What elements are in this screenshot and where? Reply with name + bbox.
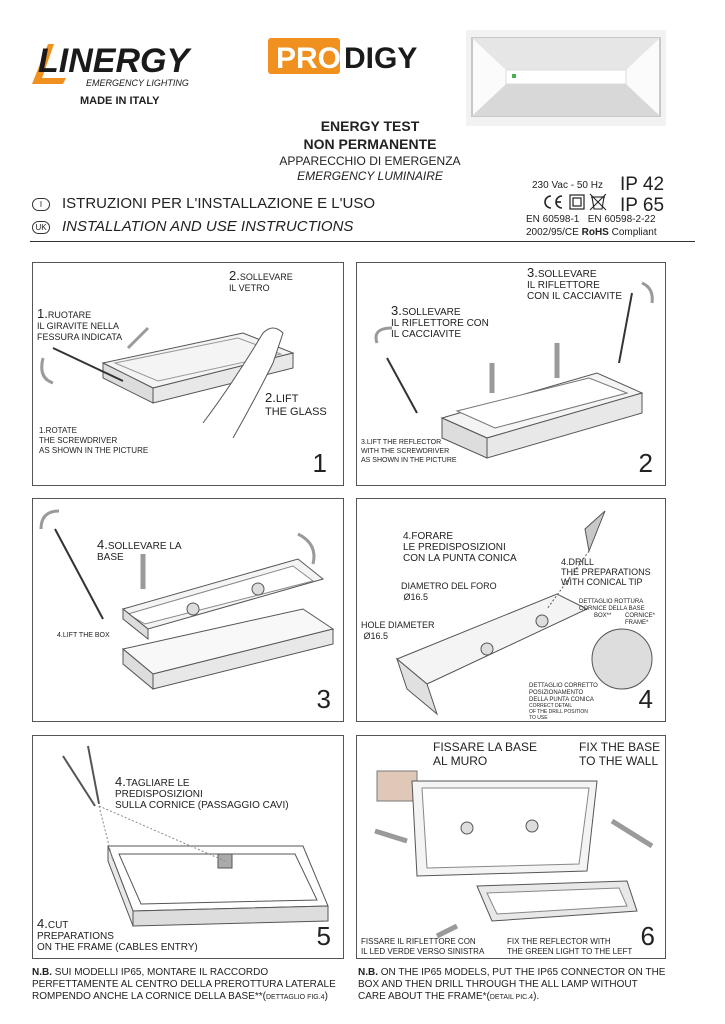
- step-number-6: 6: [640, 921, 655, 951]
- label-correct-position-it: DETTAGLIO CORRETTO POSIZIONAMENTO DELLA …: [529, 683, 598, 703]
- instructions-title-en: INSTALLATION AND USE INSTRUCTIONS: [62, 218, 354, 235]
- green-led-icon: [512, 74, 516, 78]
- label-hole-diameter-en: HOLE DIAMETER Ø16.5: [361, 620, 435, 641]
- panel-6-illustration: [374, 770, 654, 939]
- step-number-5: 5: [316, 921, 331, 951]
- screwdriver-icon: [52, 347, 124, 382]
- label-rotate-en: 1.ROTATE THE SCREWDRIVER AS SHOWN IN THE…: [39, 426, 149, 455]
- rotate-arrow-icon: [374, 326, 393, 344]
- directive-suffix: Compliant: [608, 227, 657, 238]
- label-lift-reflector-left-it: 3.SOLLEVARE IL RIFLETTORE CON IL CACCIAV…: [391, 303, 489, 340]
- panel-3-illustration: [39, 509, 335, 691]
- detail-zoom-circle: [591, 628, 653, 690]
- step-number-3: 3: [316, 684, 331, 714]
- prodigy-logo-badge: [268, 38, 340, 74]
- label-cut-it: 4.TAGLIARE LE PREDISPOSIZIONI SULLA CORN…: [115, 774, 289, 811]
- label-lift-base-en: 4.LIFT THE BOX: [57, 632, 110, 639]
- step-number-2: 2: [638, 448, 653, 478]
- wall-icon: [376, 770, 418, 802]
- panel-1-illustration: [40, 326, 295, 439]
- label-hole-diameter-it: DIAMETRO DEL FORO Ø16.5: [401, 581, 497, 602]
- step-panel-4: 4.FORARE LE PREDISPOSIZIONI CON LA PUNTA…: [356, 498, 666, 722]
- label-lift-reflector-en: 3.LIFT THE REFLECTOR WITH THE SCREWDRIVE…: [361, 439, 457, 464]
- rotate-arrow-icon: [40, 357, 54, 385]
- ip-rating-42: IP 42: [620, 174, 665, 195]
- logo-wordmark: LINERGY: [38, 42, 192, 80]
- panel-4-illustration: [395, 510, 653, 716]
- screwdriver-icon: [54, 528, 104, 620]
- label-correct-position-en: CORRECT DETAIL OF THE DRILL POSITION TO …: [529, 703, 588, 721]
- label-fix-base-it: FISSARE LA BASE AL MURO: [433, 740, 538, 768]
- step-number-4: 4: [638, 684, 653, 714]
- certification-marks: [544, 193, 607, 211]
- step-panel-5: 4.TAGLIARE LE PREDISPOSIZIONI SULLA CORN…: [32, 735, 344, 959]
- logo-tagline: EMERGENCY LIGHTING: [86, 78, 189, 88]
- label-frame-break-detail: DETTAGLIO ROTTURA CORNICE DELLA BASE: [579, 599, 645, 612]
- note-ip65-en: N.B. ON THE IP65 MODELS, PUT THE IP65 CO…: [358, 967, 666, 1002]
- note-ip65-it: N.B. SUI MODELLI IP65, MONTARE IL RACCOR…: [32, 967, 336, 1002]
- language-badge-uk: UK: [32, 221, 50, 234]
- ce-mark-icon: [544, 195, 563, 209]
- logo-swoosh: [32, 44, 66, 84]
- screwdriver-icon: [386, 357, 418, 414]
- instructions-title-it: ISTRUZIONI PER L'INSTALLAZIONE E L'USO: [62, 195, 376, 212]
- ip-rating-65: IP 65: [620, 195, 665, 216]
- label-drill-en: 4.DRILL THE PREPARATIONS WITH CONICAL TI…: [561, 557, 651, 587]
- step-number-1: 1: [312, 448, 327, 478]
- label-frame: CORNICE* FRAME*: [625, 613, 656, 626]
- panel-5-illustration: [62, 745, 329, 927]
- language-badge-it: I: [32, 198, 50, 211]
- left-arrow-icon: [610, 818, 654, 849]
- up-arrow-icon: [126, 326, 150, 350]
- label-lift-glass-it: 2.SOLLEVARE IL VETRO: [229, 268, 293, 293]
- norms-line: EN 60598-1 EN 60598-2-22: [526, 214, 656, 225]
- linergy-logo: LINERGY EMERGENCY LIGHTING: [32, 42, 192, 88]
- product-photo: [466, 30, 666, 126]
- rohs-label: RoHS: [581, 227, 609, 238]
- directive-prefix: 2002/95/CE: [526, 227, 582, 238]
- prodigy-logo-pro: PRO: [276, 42, 341, 75]
- hand-icon: [202, 327, 284, 439]
- directive-line: 2002/95/CE RoHS Compliant: [526, 227, 657, 238]
- label-box: BOX**: [594, 613, 612, 619]
- rotate-arrow-icon: [641, 281, 654, 304]
- label-lift-base-it: 4.SOLLEVARE LA BASE: [97, 537, 182, 563]
- prodigy-logo: PRO DIGY: [268, 38, 417, 75]
- label-fix-base-en: FIX THE BASE TO THE WALL: [579, 740, 661, 768]
- made-in-italy: MADE IN ITALY: [80, 95, 160, 107]
- screwdriver-icon: [618, 292, 633, 364]
- rotate-arrow-icon: [297, 532, 316, 565]
- voltage-rating: 230 Vac - 50 Hz: [532, 180, 603, 191]
- rotate-arrow-icon: [39, 509, 60, 530]
- label-drill-it: 4.FORARE LE PREDISPOSIZIONI CON LA PUNTA…: [403, 531, 517, 564]
- step-panel-2: 3.SOLLEVARE IL RIFLETTORE CON IL CACCIAV…: [356, 262, 666, 486]
- left-arrow-icon: [374, 828, 408, 844]
- step-panel-6: FISSARE LA BASE AL MURO FIX THE BASE TO …: [356, 735, 666, 959]
- panel-2-illustration: [374, 281, 654, 459]
- header-divider: [30, 241, 695, 242]
- conical-drill-bit-icon: [584, 510, 606, 553]
- step-panel-1: 1.RUOTARE IL GIRAVITE NELLA FESSURA INDI…: [32, 262, 344, 486]
- subtitle-en: EMERGENCY LUMINAIRE: [297, 169, 443, 183]
- title-line-1: ENERGY TEST: [320, 118, 420, 134]
- pliers-icon: [62, 755, 96, 807]
- step-panel-3: 4.SOLLEVARE LA BASE 4.LIFT THE BOX 3: [32, 498, 344, 722]
- double-insulation-icon: [569, 194, 585, 210]
- label-fix-reflector-en: FIX THE REFLECTOR WITH THE GREEN LIGHT T…: [507, 937, 633, 956]
- weee-bin-icon: [589, 193, 607, 211]
- label-fix-reflector-it: FISSARE IL RIFLETTORE CON IL LED VERDE V…: [361, 937, 485, 956]
- label-lift-reflector-right-it: 3.SOLLEVARE IL RIFLETTORE CON IL CACCIAV…: [527, 265, 623, 302]
- prodigy-logo-digy: DIGY: [344, 42, 417, 75]
- label-cut-en: 4.CUT PREPARATIONS ON THE FRAME (CABLES …: [37, 916, 198, 953]
- subtitle-it: APPARECCHIO DI EMERGENZA: [279, 154, 461, 168]
- title-line-2: NON PERMANENTE: [303, 136, 437, 152]
- label-lift-glass-en: 2.LIFT THE GLASS: [265, 390, 327, 418]
- label-rotate-it: 1.RUOTARE IL GIRAVITE NELLA FESSURA INDI…: [37, 306, 123, 342]
- left-arrow-icon: [435, 923, 459, 939]
